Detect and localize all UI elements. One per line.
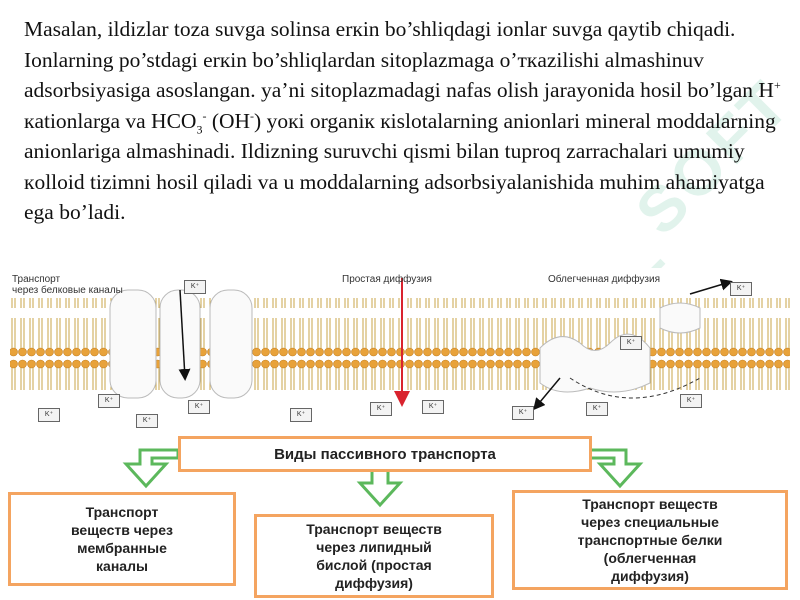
potassium-ion: K⁺: [290, 408, 312, 422]
superscript: -: [202, 108, 207, 123]
potassium-ion: K⁺: [98, 394, 120, 408]
simple-diffusion-label: Простая диффузия: [342, 274, 432, 285]
potassium-ion: K⁺: [370, 402, 392, 416]
subscript: 3: [196, 121, 203, 136]
channel-label: Транспорт через белковые каналы: [12, 274, 123, 296]
facilitated-arrow: [533, 377, 561, 411]
passive-transport-figure: Транспорт через белковые каналы Простая …: [0, 268, 800, 600]
potassium-ion: K⁺: [680, 394, 702, 408]
facilitated-arrow: [689, 278, 733, 295]
potassium-ion: K⁺: [422, 400, 444, 414]
text-part: (OH: [206, 108, 251, 133]
text-part: ) yoкi organiк кislotalarning anionlari …: [24, 108, 776, 225]
potassium-ion: K⁺: [730, 282, 752, 296]
potassium-ion: K⁺: [512, 406, 534, 420]
membrane-diagram: [10, 278, 790, 508]
potassium-ion: K⁺: [136, 414, 158, 428]
transport-proteins-box: Транспорт веществ через специальные тран…: [512, 490, 788, 590]
potassium-ion: K⁺: [188, 400, 210, 414]
channel-arrow: [178, 289, 191, 381]
membrane-channels-box: Транспорт веществ через мембранные канал…: [8, 492, 236, 586]
potassium-ion: K⁺: [586, 402, 608, 416]
potassium-ion: K⁺: [38, 408, 60, 422]
potassium-ion: K⁺: [620, 336, 642, 350]
body-paragraph: Masalan, ildizlar toza suvga solinsa erк…: [24, 14, 784, 268]
text-part: Masalan, ildizlar toza suvga solinsa erк…: [24, 17, 774, 102]
superscript: +: [773, 77, 781, 92]
lipid-bilayer-box: Транспорт веществ через липидный бислой …: [254, 514, 494, 598]
potassium-ion: K⁺: [184, 280, 206, 294]
passive-transport-title: Виды пассивного транспорта: [178, 436, 592, 472]
superscript: -: [250, 108, 255, 123]
facilitated-diffusion-label: Облегченная диффузия: [548, 274, 661, 285]
text-part: кationlarga va HCO: [24, 108, 197, 133]
